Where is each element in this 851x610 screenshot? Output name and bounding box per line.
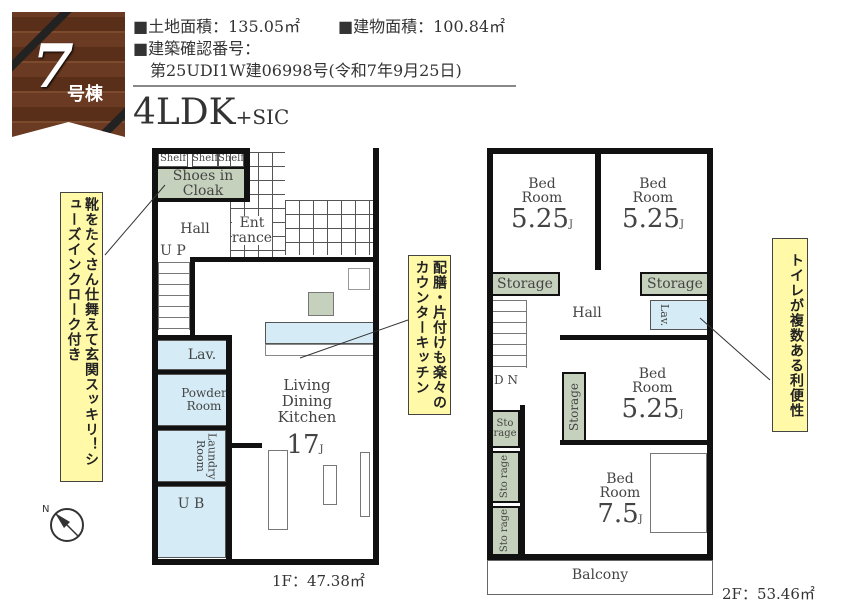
- balcony: [487, 560, 713, 595]
- callout-shoes-cloak: 靴をたくさん仕舞えて玄関スッキリ！シューズインクローク付き: [60, 192, 103, 482]
- floor-2-area: 2F：53.46㎡: [722, 585, 815, 603]
- storage: Storage: [562, 372, 586, 442]
- hall-label: Hall: [180, 221, 210, 237]
- permit-label: ■建築確認番号：: [133, 39, 261, 58]
- underfloor-storage: [308, 292, 334, 316]
- unit-bath: U B: [156, 486, 226, 558]
- laundry-room: Laundry Room: [156, 430, 226, 482]
- tv-board: [360, 452, 370, 517]
- callout-toilets: トイレが複数ある利便性: [772, 238, 808, 432]
- skylight: [348, 268, 370, 290]
- shoes-in-cloak: Shoes in Cloak: [156, 167, 250, 200]
- land-area: ■土地面積：135.05㎡: [133, 17, 301, 36]
- porch-tiles: [285, 200, 375, 255]
- up-label: U P: [160, 243, 186, 259]
- building-area: ■建物面積：100.84㎡: [338, 17, 506, 36]
- permit-number: 第25UDI1W建06998号(令和7年9月25日): [150, 61, 462, 80]
- building-suffix: 号棟: [67, 84, 103, 105]
- storage: Storage: [490, 272, 560, 296]
- table: [323, 465, 337, 505]
- dn-label: D N: [494, 373, 518, 387]
- floor-1-area: 1F：47.38㎡: [272, 572, 365, 590]
- svg-text:N: N: [42, 504, 49, 515]
- building-number: 7: [32, 32, 74, 102]
- lav-2f: Lav.: [650, 300, 708, 330]
- balcony-label: Balcony: [571, 567, 629, 583]
- powder-room: Powder Room: [156, 374, 230, 426]
- entrance-label: Ent rance: [231, 215, 273, 246]
- layout-suffix: +SIC: [235, 105, 290, 129]
- double-bed: [650, 453, 707, 533]
- header-divider: [133, 85, 516, 87]
- layout-main: 4LDK: [133, 92, 236, 133]
- ldk-label: Living Dining Kitchen: [277, 376, 337, 426]
- compass-icon: N: [42, 504, 84, 542]
- hall-2f-label: Hall: [572, 305, 602, 321]
- lav-1f: Lav.: [156, 340, 230, 370]
- sofa: [268, 450, 288, 530]
- stairs: [158, 262, 190, 330]
- callout-counter-kitchen: 配膳・片付けも楽々のカウンターキッチン: [408, 255, 451, 415]
- building-number-badge: 7 号棟: [12, 12, 125, 137]
- layout-type: 4LDK+SIC: [133, 92, 289, 133]
